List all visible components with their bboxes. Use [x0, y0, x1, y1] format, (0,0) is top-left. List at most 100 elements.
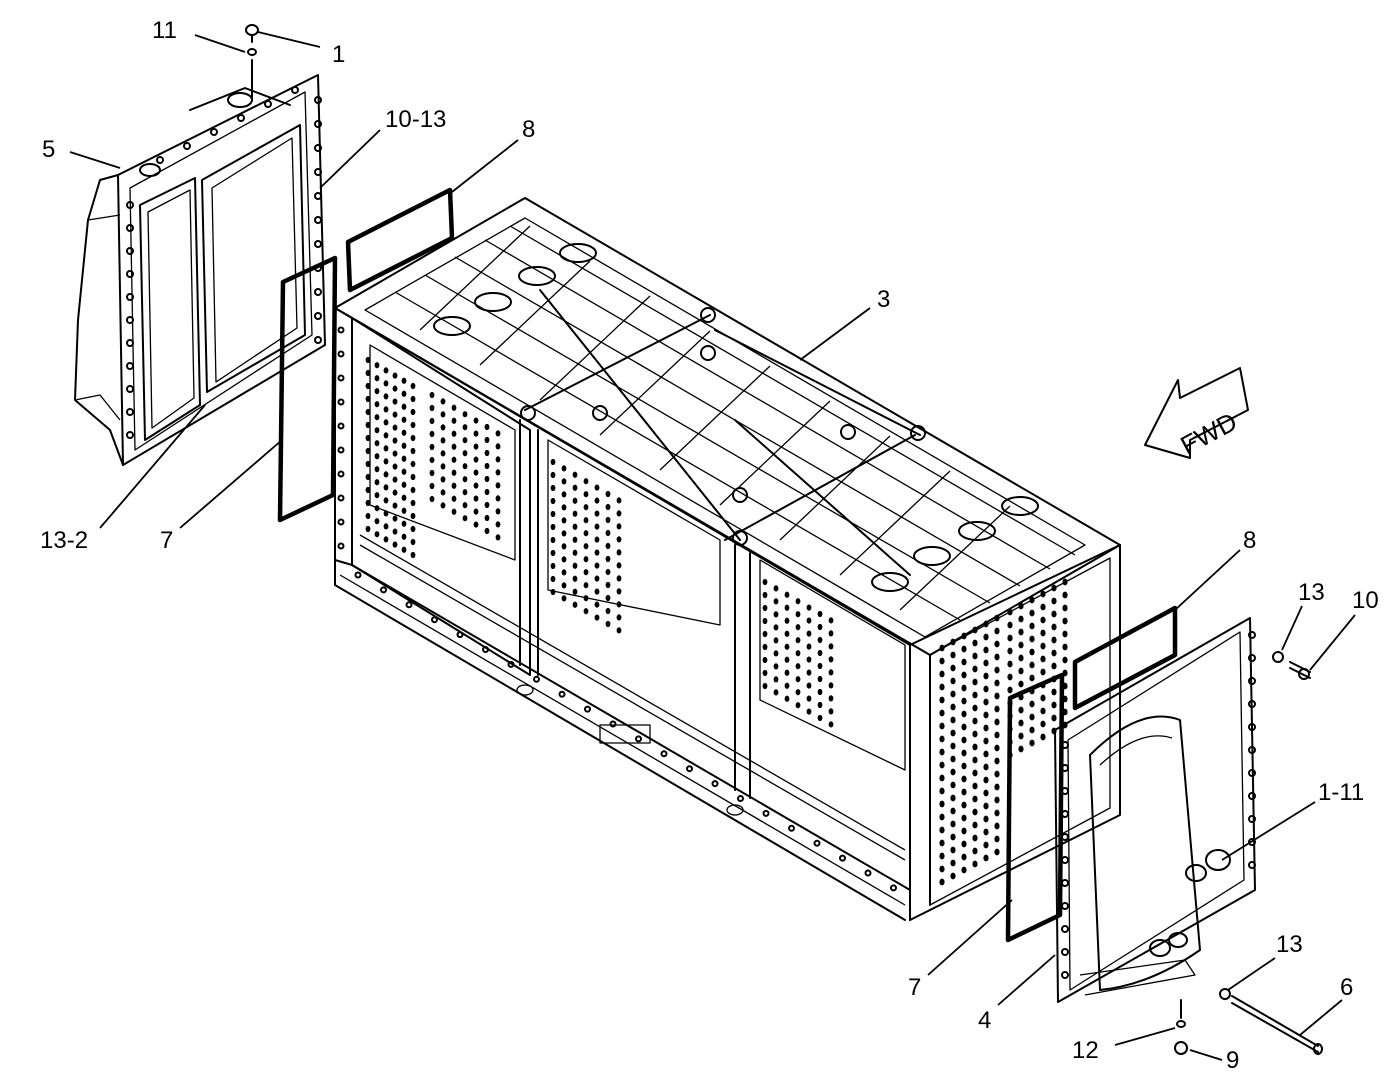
perforation-hole: [365, 356, 371, 364]
bolt-hole: [507, 660, 515, 668]
perforation-hole: [616, 575, 622, 582]
perforation-hole: [572, 588, 578, 595]
perforation-hole: [451, 443, 457, 450]
right-cover-bolts: [1061, 631, 1256, 979]
perforation-hole: [401, 481, 407, 488]
bolt-hole: [1061, 787, 1069, 795]
perforation-hole: [365, 434, 371, 442]
perforation-hole: [484, 423, 490, 431]
perforation-hole: [1007, 621, 1013, 629]
perforation-hole: [939, 813, 945, 821]
bolt-hole: [337, 518, 345, 526]
perforation-hole: [762, 591, 768, 599]
perforation-hole: [451, 495, 457, 502]
gasket-8-top: [345, 187, 455, 293]
perforation-hole: [550, 458, 556, 466]
perforation-hole: [440, 463, 446, 470]
perforation-hole: [1051, 701, 1057, 709]
perforation-hole: [572, 497, 578, 504]
bolt-hole: [210, 128, 218, 136]
left-cover-bolts: [126, 86, 322, 439]
perforation-hole: [374, 505, 380, 512]
perforation-hole: [795, 637, 801, 644]
perforation-hole: [605, 607, 611, 615]
perforation-hole: [410, 512, 416, 520]
perforation-hole: [795, 702, 801, 709]
perforation-hole: [994, 640, 1000, 648]
bolt-hole: [337, 422, 345, 430]
perforation-hole: [572, 562, 578, 569]
perforation-hole: [994, 770, 1000, 778]
perforation-hole: [972, 717, 978, 725]
bolt-hole: [314, 144, 322, 152]
perforation-hole: [806, 630, 812, 637]
perforation-hole: [773, 624, 779, 631]
perforation-hole: [773, 585, 779, 592]
perforation-hole: [784, 656, 790, 663]
perforation-hole: [762, 578, 768, 586]
perforation-hole: [473, 521, 479, 528]
perforation-hole: [939, 774, 945, 782]
perforation-hole: [429, 404, 435, 412]
perforation-hole: [572, 575, 578, 582]
perforation-hole: [383, 523, 389, 530]
perforation-hole: [795, 624, 801, 631]
perforation-hole: [1007, 647, 1013, 655]
perforation-hole: [392, 489, 398, 496]
perforation-hole: [605, 581, 611, 589]
perforation-hole: [550, 471, 556, 479]
perforation-hole: [410, 447, 416, 455]
fwd-direction-arrow: FWD: [1144, 367, 1249, 461]
perforation-hole: [961, 749, 967, 757]
perforation-hole: [583, 530, 589, 537]
perforation-hole: [473, 495, 479, 502]
perforation-hole: [1029, 713, 1035, 721]
bolt-hole: [314, 120, 322, 128]
perforation-hole: [950, 690, 956, 698]
perforation-hole: [939, 839, 945, 847]
perforation-hole: [972, 782, 978, 790]
perforation-hole: [795, 663, 801, 670]
perforation-hole: [828, 708, 834, 715]
perforation-hole: [410, 395, 416, 403]
bolt-hole: [126, 293, 134, 301]
perforation-hole: [817, 714, 823, 722]
perforation-hole: [550, 497, 556, 505]
callout-7-right: 7: [908, 974, 921, 1001]
perforation-hole: [550, 575, 556, 583]
perforation-hole: [950, 768, 956, 776]
perforation-hole: [1018, 654, 1024, 662]
bolt-hole: [1248, 631, 1256, 639]
perforation-hole: [961, 801, 967, 809]
perforation-hole: [462, 515, 468, 522]
perforation-hole: [429, 482, 435, 490]
perforation-hole: [401, 429, 407, 436]
perforation-hole: [817, 636, 823, 644]
bolt-hole: [1061, 810, 1069, 818]
perforation-hole: [983, 802, 989, 810]
perforation-hole: [773, 689, 779, 696]
perforation-hole: [462, 424, 468, 431]
callout-10: 10: [1352, 587, 1379, 614]
rail-bolt-holes: [337, 326, 897, 892]
perforation-hole: [983, 841, 989, 849]
perforation-hole: [994, 757, 1000, 765]
perforation-hole: [784, 695, 790, 702]
perforation-hole: [762, 669, 768, 677]
perforation-hole: [784, 682, 790, 689]
perforation-hole: [994, 653, 1000, 661]
perforation-hole: [1040, 720, 1046, 728]
perforation-hole: [1040, 629, 1046, 637]
perforation-hole: [828, 617, 834, 624]
perforation-hole: [583, 478, 589, 485]
perforation-hole: [401, 546, 407, 553]
perforation-hole: [1029, 661, 1035, 669]
bolt-hole: [788, 824, 795, 832]
perforation-hole: [950, 742, 956, 750]
perforation-hole: [374, 479, 380, 486]
bolt-hole: [126, 316, 134, 324]
perforation-hole: [410, 460, 416, 468]
perforation-hole: [583, 491, 589, 498]
bolt-hole: [1061, 764, 1069, 772]
